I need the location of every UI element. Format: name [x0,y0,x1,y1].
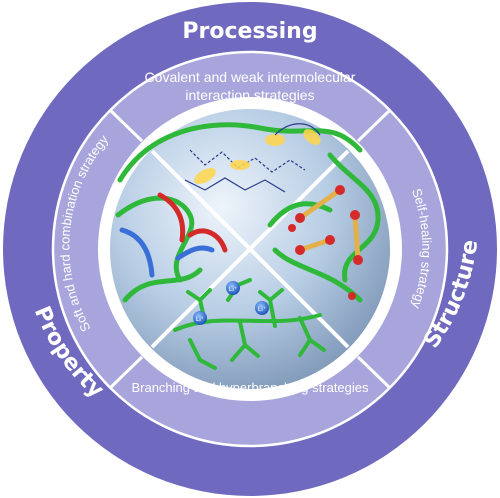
processing-label: Processing [182,19,317,44]
lithium-ion [226,281,240,295]
ion-label: Li⁺ [196,316,204,323]
lithium-ion [193,311,207,325]
left-quadrant-chains [115,192,228,303]
right-quadrant-self-healing [267,152,381,303]
lithium-ion [255,301,269,315]
top-quadrant-molecule [117,122,363,193]
top-strategy-line1: Covalent and weak intermolecular [145,69,356,85]
top-strategy-line2: interaction strategies [185,87,314,103]
ion-label: Li⁺ [229,286,237,293]
ring-dividers [108,108,392,390]
lithium-ions: Li⁺ Li⁺ Li⁺ [193,281,269,325]
ion-label: Li⁺ [258,306,266,313]
bottom-strategy-label: Branching and hyperbranching strategies [131,380,369,395]
